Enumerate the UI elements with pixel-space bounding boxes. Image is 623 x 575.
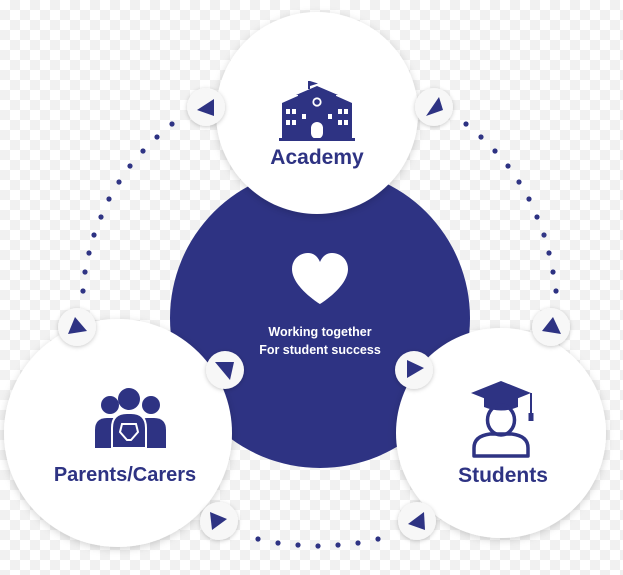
arrow-badge-bottom-right [398,502,436,540]
graduate-student-icon [471,381,534,458]
arrow-badge-left [58,308,96,346]
connector-bottom [255,536,381,549]
arrow-badge-right [532,308,570,346]
dotted-connectors [80,121,559,549]
center-text-line2: For student success [259,343,381,357]
center-circle [170,168,470,468]
arrow-badge-center-right [395,351,433,389]
parents-carers-label: Parents/Carers [53,464,197,486]
arrow-badge-top-right [415,88,453,126]
connector-right [463,121,559,294]
students-label: Students [458,464,548,487]
family-group-icon [95,388,166,449]
heart-icon [292,253,348,304]
connector-left [80,121,175,294]
arrow-badge-center-left [206,351,244,389]
academy-label: Academy [270,146,364,169]
arrow-badge-bottom-left [200,502,238,540]
arrow-badge-top-left [187,88,225,126]
school-building-icon [279,81,355,141]
arrow-badges [58,88,570,540]
center-text-line1: Working together [268,325,372,339]
